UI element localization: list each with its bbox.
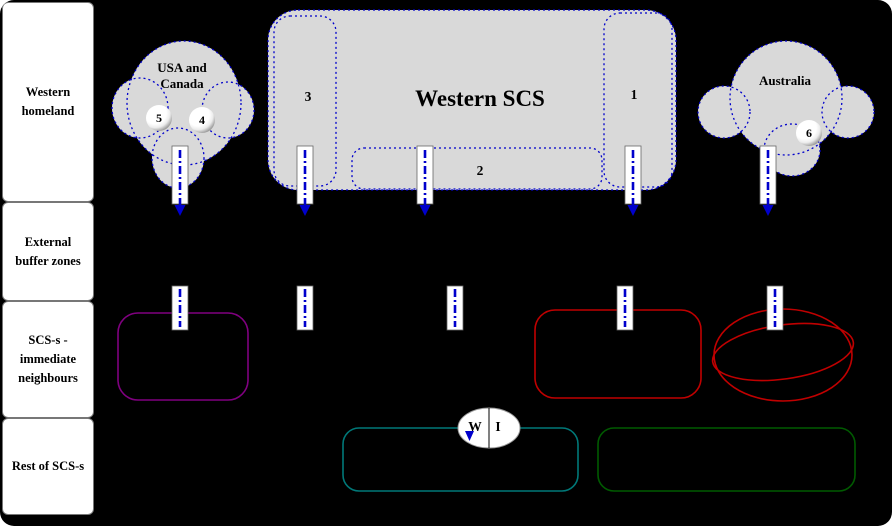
western-scs-outline xyxy=(267,9,677,191)
arrow-channel-boxes xyxy=(171,145,784,331)
row-label-rest-of-scs: Rest of SCS-s xyxy=(2,418,94,515)
western-scs-title: Western SCS xyxy=(415,86,545,111)
wi-w-label: W xyxy=(468,419,482,434)
node-6-sphere: 6 xyxy=(796,120,822,146)
row-label-text: Western homeland xyxy=(21,85,75,118)
usa-canada-label: USA and Canada xyxy=(157,60,207,92)
node-4-label: 4 xyxy=(199,112,205,127)
node-5-sphere: 5 xyxy=(146,105,172,131)
row-label-scs-immediate-neighbours: SCS-s - immediate neighbours xyxy=(2,301,94,418)
row-label-text: External buffer zones xyxy=(15,234,81,268)
node-6-label: 6 xyxy=(806,125,812,140)
zone-1-label: 1 xyxy=(630,87,638,102)
australia-label: Australia xyxy=(759,73,811,88)
zone-3-box xyxy=(273,15,337,187)
region-outline-shapes xyxy=(117,308,856,492)
wi-i-label: I xyxy=(495,419,501,434)
row-label-text: Rest of SCS-s xyxy=(11,459,85,474)
row-label-western-homeland: Western homeland xyxy=(2,2,94,202)
row-label-text: SCS-s - immediate neighbours xyxy=(18,333,78,385)
usa-canada-blob xyxy=(111,40,255,189)
zone-2-label: 2 xyxy=(476,163,484,178)
node-4-sphere: 4 xyxy=(189,107,215,133)
teal-rest-box xyxy=(342,427,579,492)
green-rest-box xyxy=(597,427,856,492)
node-5-label: 5 xyxy=(156,110,162,125)
arrow-dash-lines xyxy=(178,150,777,327)
row-label-external-buffer-zones: External buffer zones xyxy=(2,202,94,301)
zone-3-label: 3 xyxy=(304,89,312,104)
arrow-heads xyxy=(174,205,774,216)
australia-blob xyxy=(697,40,875,177)
wi-mini-arrow-head xyxy=(465,431,474,441)
wi-ellipse xyxy=(457,407,521,449)
